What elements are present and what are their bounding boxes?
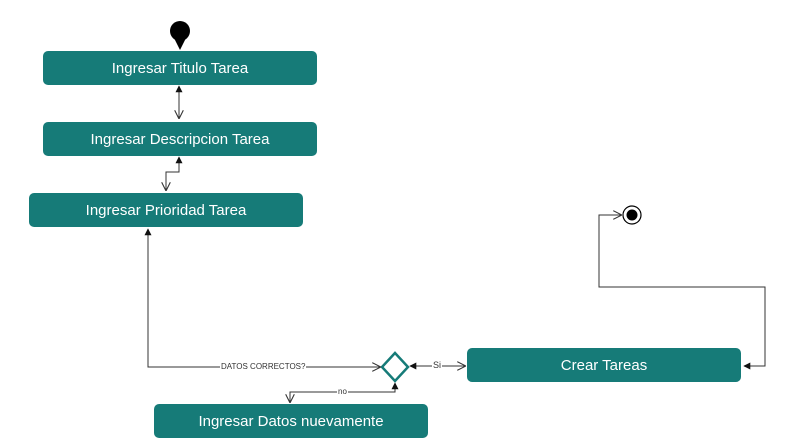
edge-label-si: Si [432,360,443,370]
node-ingresar-prioridad[interactable]: Ingresar Prioridad Tarea [29,193,303,227]
end-node[interactable] [622,205,642,225]
node-label: Crear Tareas [560,356,648,374]
node-ingresar-datos-nuevamente[interactable]: Ingresar Datos nuevamente [154,404,428,438]
edge-label-datos-correctos: DATOS CORRECTOS? [220,362,307,372]
edge-label-no: no [337,387,348,397]
node-ingresar-descripcion[interactable]: Ingresar Descripcion Tarea [43,122,317,156]
node-label: Ingresar Descripcion Tarea [90,130,270,148]
node-label: Ingresar Titulo Tarea [111,59,249,77]
decision-diamond[interactable] [380,351,410,383]
node-label: Ingresar Datos nuevamente [198,412,384,430]
start-node[interactable] [170,21,190,50]
edge-decision-prioridad[interactable] [148,229,380,367]
node-crear-tareas[interactable]: Crear Tareas [467,348,741,382]
node-ingresar-titulo[interactable]: Ingresar Titulo Tarea [43,51,317,85]
node-label: Ingresar Prioridad Tarea [85,201,247,219]
edge-descripcion-prioridad[interactable] [166,157,179,190]
edge-crear-end[interactable] [598,215,766,366]
